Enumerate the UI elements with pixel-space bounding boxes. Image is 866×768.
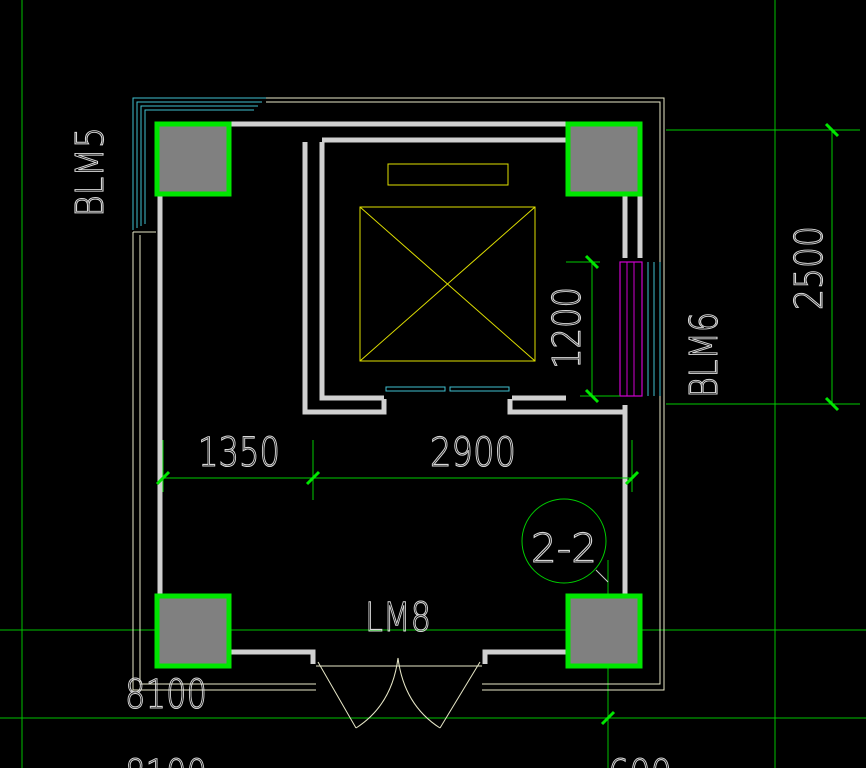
walls bbox=[157, 121, 643, 664]
label-lm8: LM8 bbox=[365, 595, 431, 641]
dim-2900: 2900 bbox=[430, 430, 516, 476]
elevator-shaft-symbol bbox=[359, 163, 536, 362]
dimension-ticks bbox=[155, 122, 840, 726]
dim-8100: 8100 bbox=[125, 672, 207, 718]
dim-8100-lower: 8100 bbox=[125, 752, 207, 768]
column-bottom-left bbox=[154, 593, 232, 669]
label-blm6: BLM6 bbox=[682, 312, 726, 398]
dim-2500: 2500 bbox=[787, 226, 831, 310]
dim-1200: 1200 bbox=[545, 287, 589, 369]
section-marker: 2-2 bbox=[521, 498, 609, 584]
column-top-right bbox=[565, 121, 643, 197]
door-lm8 bbox=[316, 657, 482, 729]
dim-1350: 1350 bbox=[198, 430, 280, 476]
column-top-left bbox=[154, 121, 232, 197]
section-marker-label: 2-2 bbox=[531, 526, 597, 572]
columns bbox=[154, 121, 643, 669]
column-bottom-right bbox=[565, 593, 643, 669]
window-blm5 bbox=[132, 97, 266, 230]
dim-600-partial: 600 bbox=[608, 752, 672, 768]
elevator-door bbox=[385, 386, 510, 392]
dimension-lines bbox=[162, 129, 860, 500]
door-blm6 bbox=[619, 261, 661, 397]
label-blm5: BLM5 bbox=[68, 127, 112, 217]
